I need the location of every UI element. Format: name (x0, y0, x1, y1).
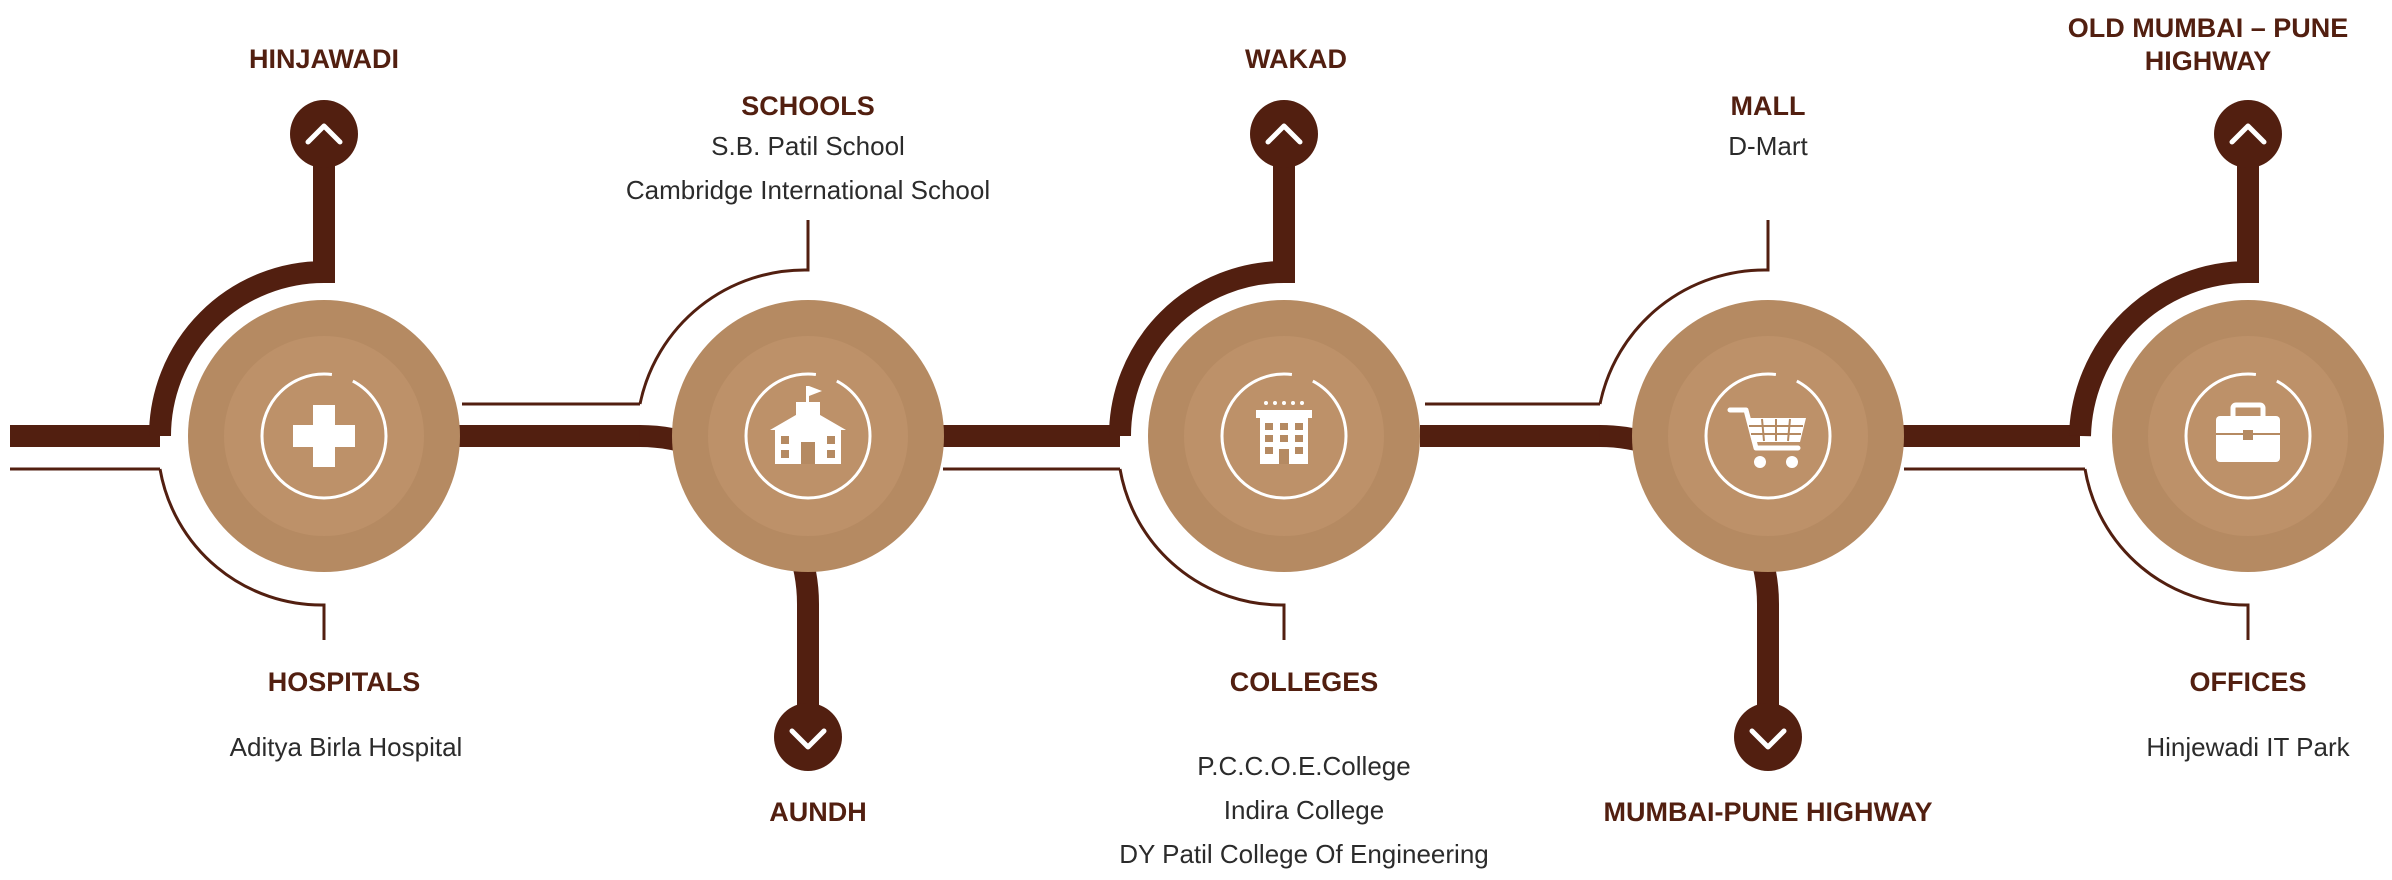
chevron-up-icon (1265, 123, 1303, 145)
chevron-up-icon (305, 123, 343, 145)
destination-line: OLD MUMBAI – PUNE (2067, 13, 2349, 43)
schools-list: S.B. Patil School Cambridge Internationa… (588, 124, 1028, 212)
node-mall (1598, 220, 1904, 771)
category-offices: OFFICES (2189, 667, 2307, 697)
school-item: Cambridge International School (625, 175, 991, 205)
node-offices (2069, 100, 2384, 640)
school-item: S.B. Patil School (711, 131, 905, 161)
shopping-cart-icon (1727, 407, 1806, 468)
destination-line: HIGHWAY (2144, 46, 2272, 76)
mumbai-pune-highway-marker (1734, 703, 1802, 771)
destination-mumbai-pune-highway: MUMBAI-PUNE HIGHWAY (1603, 797, 1933, 827)
node-hospitals (149, 100, 460, 640)
chevron-down-icon (1749, 728, 1787, 750)
node-schools (638, 220, 944, 771)
destination-old-mumbai-pune-highway: OLD MUMBAI – PUNE HIGHWAY (2058, 12, 2358, 78)
destination-aundh: AUNDH (769, 797, 867, 827)
hospital-item: Aditya Birla Hospital (229, 732, 463, 762)
school-building-icon (770, 386, 846, 464)
old-mumbai-pune-highway-marker (2214, 100, 2282, 168)
college-item: DY Patil College Of Engineering (1119, 839, 1489, 869)
destination-wakad: WAKAD (1245, 44, 1347, 74)
timeline-thin-lines (10, 402, 2085, 471)
category-colleges: COLLEGES (1229, 667, 1379, 697)
college-item: Indira College (1223, 795, 1385, 825)
category-schools: SCHOOLS (741, 91, 875, 121)
category-mall: MALL (1730, 91, 1806, 121)
office-item: Hinjewadi IT Park (2146, 732, 2350, 762)
college-building-icon (1256, 401, 1312, 464)
node-colleges (1109, 100, 1420, 640)
chevron-up-icon (2229, 123, 2267, 145)
colleges-list: P.C.C.O.E.College Indira College DY Pati… (1104, 744, 1504, 876)
college-item: P.C.C.O.E.College (1197, 751, 1411, 781)
chevron-down-icon (789, 728, 827, 750)
wakad-marker (1250, 100, 1318, 168)
mall-item: D-Mart (1728, 131, 1808, 161)
hospital-cross-icon (293, 405, 355, 467)
hinjawadi-marker (290, 100, 358, 168)
category-hospitals: HOSPITALS (267, 667, 421, 697)
briefcase-icon (2216, 402, 2280, 462)
aundh-marker (774, 703, 842, 771)
destination-hinjawadi: HINJAWADI (248, 44, 400, 74)
